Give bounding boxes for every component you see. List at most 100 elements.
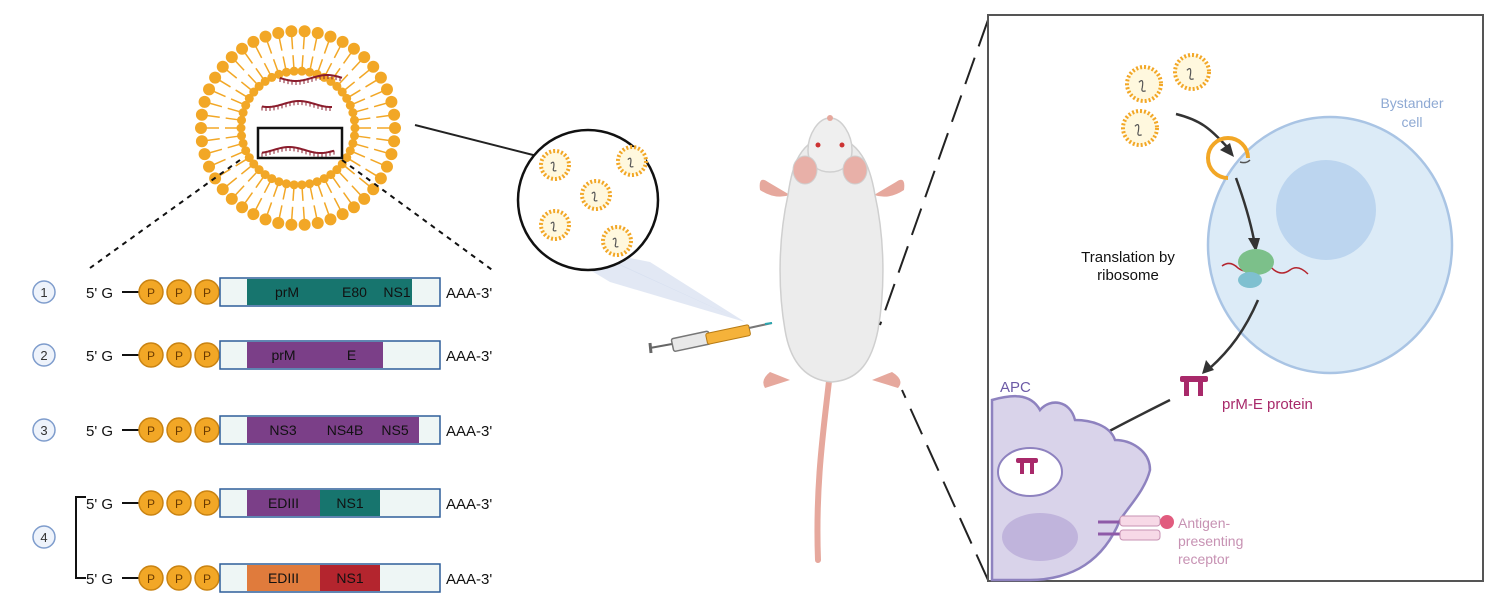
segment-label: prM [275,284,299,300]
phosphate-cap-icon [138,279,164,305]
segment-label: NS3 [269,422,296,438]
phosphate-label: P [203,286,211,300]
phosphate-cap-icon [194,279,220,305]
phosphate-cap-icon [194,490,220,516]
three-prime-label: AAA-3' [446,496,492,513]
phosphate-label: P [203,349,211,363]
phosphate-cap-icon [138,490,164,516]
segment-label: E [347,347,356,363]
construct-number-badge [32,280,56,304]
segment-label: NS4B [327,422,364,438]
segment-label: NS1 [336,570,363,586]
phosphate-cap-icon [166,565,192,591]
three-prime-label: AAA-3' [446,423,492,440]
apc-label: APC [1000,379,1031,396]
phosphate-label: P [175,497,183,511]
coding-segment [247,565,320,591]
protein-label: prM-E protein [1222,396,1313,413]
nucleus [1276,160,1376,260]
three-prime-label: AAA-3' [446,348,492,365]
phosphate-label: P [147,572,155,586]
five-prime-label: 5' G [86,423,113,440]
coding-segment [371,417,419,443]
coding-segment [320,490,380,516]
coding-segment [319,417,371,443]
phosphate-label: P [147,497,155,511]
syringe-icon [648,322,773,354]
zoom-dash-bottom [901,389,989,581]
construct-number: 1 [40,285,47,300]
coding-segment [247,490,320,516]
five-prime-label: 5' G [86,285,113,302]
zoom-line-left [89,159,241,269]
highlight-box [256,126,344,160]
segment-label: NS5 [381,422,408,438]
three-prime-label: AAA-3' [446,285,492,302]
phosphate-cap-icon [138,417,164,443]
arrow-uptake-head [1220,143,1234,157]
phosphate-label: P [203,572,211,586]
construct-number: 3 [40,423,47,438]
five-prime-label: 5' G [86,496,113,513]
three-prime-label: AAA-3' [446,571,492,588]
prm-e-protein-icon [1180,376,1208,396]
coding-segment [247,342,320,368]
arrow-uptake [1175,112,1229,149]
apc-nucleus [1002,513,1078,561]
segment-label: NS1 [336,495,363,511]
coding-segment [320,342,383,368]
segment-label: E80 [342,284,367,300]
coding-segment [247,417,319,443]
phosphate-cap-icon [138,342,164,368]
zoom-lnps [539,145,648,257]
arrow-secretion [1209,299,1260,369]
construct-number: 4 [40,530,47,545]
segment-label: NS1 [383,284,410,300]
phosphate-cap-icon [194,565,220,591]
receptor-icon [1098,515,1174,541]
phosphate-cap-icon [138,565,164,591]
uptaking-lnp [1206,136,1250,180]
phosphate-label: P [147,349,155,363]
phosphate-cap-icon [166,342,192,368]
phosphate-label: P [175,286,183,300]
coding-segment [382,279,412,305]
five-prime-label: 5' G [86,348,113,365]
phosphate-label: P [203,497,211,511]
phosphate-cap-icon [166,417,192,443]
segment-label: EDIII [268,495,299,511]
panel-lnps [1121,53,1211,147]
phosphate-label: P [175,349,183,363]
arrow-release-head [1248,238,1260,252]
coding-segment [320,565,380,591]
arrow-release [1234,177,1256,241]
phosphate-label: P [203,424,211,438]
coding-segment [327,279,382,305]
zoom-line-right [341,159,496,273]
construct-number-badge [32,343,56,367]
phosphate-cap-icon [166,279,192,305]
construct-number: 2 [40,348,47,363]
internalized-protein-icon [1016,458,1038,474]
phosphate-label: P [175,572,183,586]
zoom-dash-top [879,19,989,326]
arrow-to-zoom [414,124,546,159]
segment-label: prM [271,347,295,363]
coding-segment [247,279,327,305]
construct-4-bracket [75,496,86,579]
construct-4: 4 5' G P P P EDIII NS1 AAA-3' [32,488,492,549]
mouse-illustration [759,115,905,563]
released-rna [1239,159,1251,164]
phosphate-cap-icon [166,490,192,516]
five-prime-label: 5' G [86,571,113,588]
phosphate-label: P [147,286,155,300]
